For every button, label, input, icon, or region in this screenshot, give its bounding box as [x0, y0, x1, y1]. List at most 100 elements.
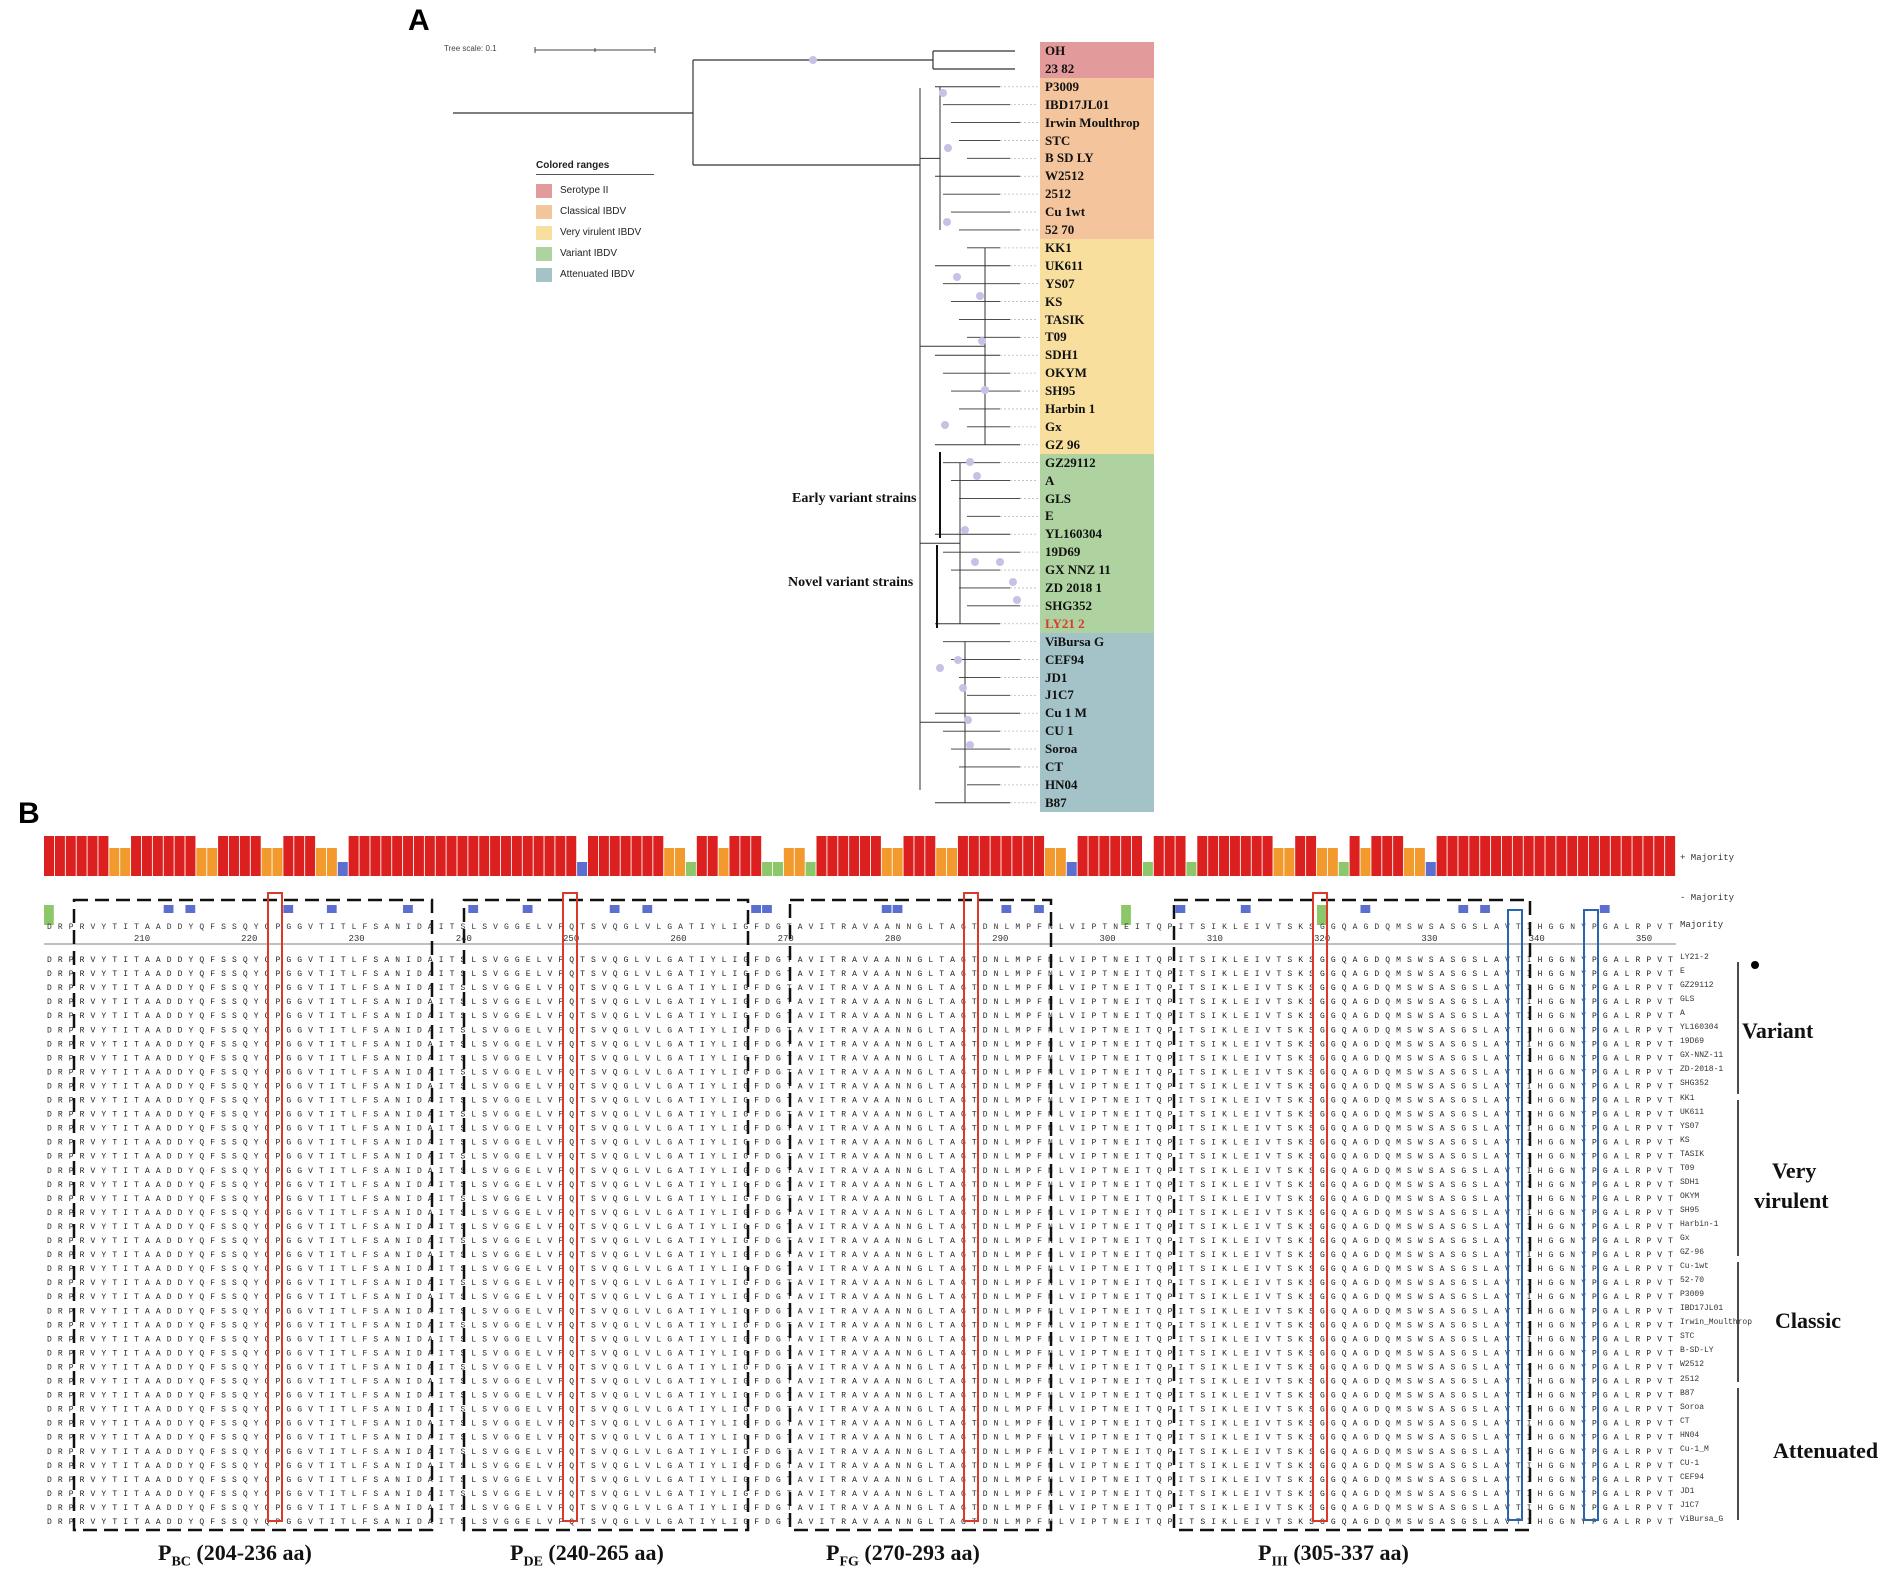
residue: T	[450, 1265, 455, 1274]
residue: S	[1407, 1139, 1412, 1148]
residue: N	[994, 1251, 999, 1260]
residue: V	[809, 1068, 814, 1077]
residue: D	[167, 1181, 172, 1190]
residue: Y	[711, 1139, 716, 1148]
residue: L	[471, 1321, 476, 1330]
residue: T	[580, 1195, 585, 1204]
residue: P	[1026, 1237, 1031, 1246]
residue: A	[1614, 1335, 1619, 1344]
residue: S	[1472, 1139, 1477, 1148]
residue: H	[1538, 1293, 1543, 1302]
residue: R	[1636, 1265, 1641, 1274]
residue: H	[1538, 1251, 1543, 1260]
residue: I	[732, 1237, 737, 1246]
residue: T	[689, 1139, 694, 1148]
residue: I	[1179, 1293, 1184, 1302]
residue: D	[167, 1251, 172, 1260]
residue: S	[1200, 1251, 1205, 1260]
residue: H	[1538, 1139, 1543, 1148]
residue: N	[1113, 970, 1118, 979]
residue: G	[1461, 998, 1466, 1007]
residue: K	[1222, 1349, 1227, 1358]
residue: S	[1407, 1167, 1412, 1176]
divergence-bar	[1458, 905, 1469, 913]
residue: D	[417, 1378, 422, 1387]
residue: Q	[1157, 1054, 1162, 1063]
residue: V	[308, 1125, 313, 1134]
residue: G	[624, 1181, 629, 1190]
residue: S	[1429, 970, 1434, 979]
residue: D	[1374, 1139, 1379, 1148]
residue: L	[352, 1363, 357, 1372]
residue: S	[1200, 1265, 1205, 1274]
residue: T	[1189, 1068, 1194, 1077]
residue: E	[526, 1265, 531, 1274]
residue: S	[373, 1125, 378, 1134]
residue: V	[602, 1307, 607, 1316]
residue: A	[1353, 1026, 1358, 1035]
residue: N	[1570, 1082, 1575, 1091]
residue: I	[732, 1335, 737, 1344]
residue: S	[1287, 1111, 1292, 1120]
majority-residue: I	[1211, 923, 1216, 932]
position-tick: 330	[1421, 934, 1437, 944]
majority-residue: D	[983, 923, 988, 932]
residue: I	[1255, 1307, 1260, 1316]
residue: Q	[199, 1307, 204, 1316]
residue: D	[765, 1139, 770, 1148]
residue: T	[689, 1363, 694, 1372]
residue: Q	[199, 1321, 204, 1330]
residue: K	[1298, 1167, 1303, 1176]
residue: G	[776, 1012, 781, 1021]
residue: Q	[569, 1265, 574, 1274]
residue: I	[330, 1265, 335, 1274]
residue: P	[1092, 1223, 1097, 1232]
residue: F	[363, 1307, 368, 1316]
residue: Y	[188, 1237, 193, 1246]
residue: W	[1418, 1349, 1423, 1358]
residue: I	[1135, 1223, 1140, 1232]
residue: E	[1244, 1279, 1249, 1288]
residue: S	[1472, 1251, 1477, 1260]
residue: Y	[711, 956, 716, 965]
residue: Y	[188, 1293, 193, 1302]
residue: M	[1015, 1181, 1020, 1190]
residue: T	[1189, 998, 1194, 1007]
residue: E	[526, 1068, 531, 1077]
residue: T	[580, 1237, 585, 1246]
residue: Y	[101, 1125, 106, 1134]
residue: G	[1320, 1082, 1325, 1091]
residue: L	[928, 1040, 933, 1049]
residue: H	[1538, 1237, 1543, 1246]
residue: V	[1266, 1181, 1271, 1190]
residue: N	[994, 1279, 999, 1288]
residue: M	[1396, 1349, 1401, 1358]
residue: V	[809, 1054, 814, 1063]
residue: I	[1255, 1265, 1260, 1274]
residue: T	[580, 1012, 585, 1021]
residue: M	[1396, 1111, 1401, 1120]
residue: G	[1603, 1068, 1608, 1077]
residue: T	[319, 1321, 324, 1330]
residue: S	[1407, 956, 1412, 965]
residue: M	[1015, 1195, 1020, 1204]
residue: I	[330, 1139, 335, 1148]
residue: Q	[199, 1153, 204, 1162]
residue: G	[286, 1307, 291, 1316]
legend-label: Very virulent IBDV	[560, 227, 641, 238]
residue: S	[1429, 1209, 1434, 1218]
residue: G	[917, 1068, 922, 1077]
residue: V	[548, 1363, 553, 1372]
residue: L	[537, 1040, 542, 1049]
conservation-bar	[751, 836, 762, 876]
residue: V	[645, 1251, 650, 1260]
residue: S	[1287, 998, 1292, 1007]
residue: M	[1396, 1293, 1401, 1302]
residue: T	[1668, 1293, 1673, 1302]
residue: T	[319, 1167, 324, 1176]
residue: S	[1287, 1153, 1292, 1162]
residue: D	[178, 1097, 183, 1106]
conservation-bar	[1567, 836, 1578, 876]
residue: T	[972, 1209, 977, 1218]
residue: T	[1516, 1068, 1521, 1077]
